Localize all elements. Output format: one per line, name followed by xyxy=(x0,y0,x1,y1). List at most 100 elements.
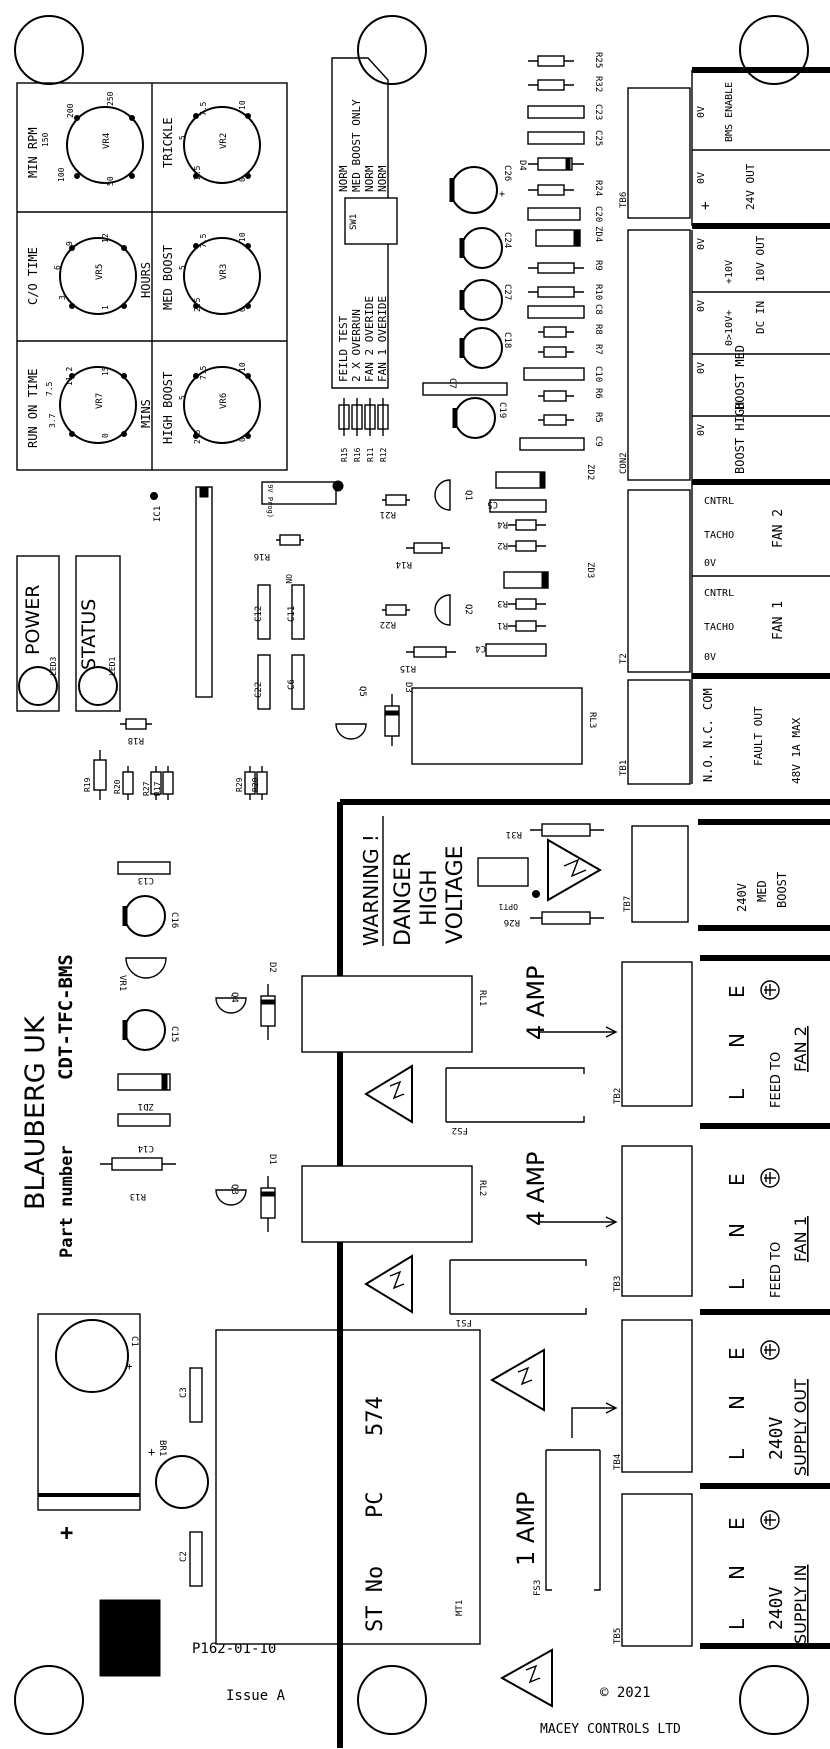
relay-rl2 xyxy=(301,1165,473,1243)
svg-text:R20: R20 xyxy=(113,779,122,794)
pot-vr3[interactable]: VR3 MED BOOST 2.5 5 7.5 10 0 xyxy=(161,232,261,315)
svg-text:TACHO: TACHO xyxy=(704,530,734,541)
svg-text:MT1: MT1 xyxy=(455,1600,465,1616)
svg-text:+: + xyxy=(499,189,505,200)
svg-text:C23: C23 xyxy=(593,104,603,120)
svg-text:R18: R18 xyxy=(128,735,144,745)
terminal-housing xyxy=(621,1145,693,1297)
svg-text:R4: R4 xyxy=(497,519,508,529)
svg-text:C14: C14 xyxy=(138,1143,154,1153)
svg-text:FAN 1: FAN 1 xyxy=(771,601,786,640)
fuse-fs1[interactable]: FS1 4 AMP xyxy=(449,1152,618,1328)
svg-text:FS2: FS2 xyxy=(452,1125,468,1135)
svg-text:5: 5 xyxy=(178,395,187,400)
pot-knob[interactable] xyxy=(59,237,137,315)
fuse-fs3[interactable]: FS3 1 AMP xyxy=(512,1402,618,1596)
hv-divider xyxy=(337,799,830,1748)
vr1-sensor xyxy=(125,957,167,979)
electrolytic-capacitor: C15 xyxy=(122,1009,179,1051)
svg-text:6: 6 xyxy=(53,265,62,270)
svg-text:+: + xyxy=(126,1360,133,1373)
transistor-q2 xyxy=(434,594,451,626)
fuse-fs2[interactable]: FS2 4 AMP xyxy=(445,966,618,1136)
diode: D2 xyxy=(260,962,277,1040)
svg-text:R25: R25 xyxy=(593,52,603,68)
pot-ref: VR4 xyxy=(102,133,112,149)
hazard-icon xyxy=(489,1348,545,1412)
pot-ref: VR5 xyxy=(95,264,105,280)
switch-on-mode: NORM xyxy=(363,165,376,192)
svg-text:100: 100 xyxy=(57,167,66,182)
pot-vr7[interactable]: VR7 RUN ON TIME MINS 3.7 7.5 11.2 15 0 xyxy=(26,366,153,448)
fuse-holder[interactable] xyxy=(445,1067,585,1123)
fuse-holder[interactable] xyxy=(449,1259,587,1315)
svg-text:R26: R26 xyxy=(504,917,520,927)
svg-text:VR1: VR1 xyxy=(117,975,127,991)
diode: D1 xyxy=(260,1154,277,1232)
transistor-q5 xyxy=(335,723,367,740)
hazard-icon xyxy=(499,1648,553,1708)
black-marker xyxy=(99,1599,161,1677)
pot-knob[interactable] xyxy=(183,237,261,315)
pot-vr4[interactable]: VR4 MIN RPM 100 150 200 250 50 xyxy=(26,91,144,186)
svg-text:FAN 2: FAN 2 xyxy=(771,509,786,548)
resistor xyxy=(162,771,174,795)
resistor: R32 xyxy=(528,76,603,92)
svg-text:50: 50 xyxy=(106,176,115,186)
dip-switch-sw1[interactable]: SW1 NORM MED BOOST ONLY NORM NORM FEILD … xyxy=(331,57,398,389)
capacitor xyxy=(489,499,547,513)
electrolytic-capacitor: C18 xyxy=(459,327,512,369)
switch-body[interactable] xyxy=(344,197,398,245)
svg-text:10: 10 xyxy=(238,232,247,242)
capacitor xyxy=(291,584,305,640)
terminal-tb6: TB6 0V BMS ENABLE 0V + 24V OUT xyxy=(619,67,830,229)
svg-text:240V: 240V xyxy=(735,883,749,912)
svg-text:R14: R14 xyxy=(396,559,412,569)
board-code: P162-01-10 xyxy=(192,1641,276,1657)
svg-text:SUPPLY IN: SUPPLY IN xyxy=(791,1565,810,1645)
fuse-holder[interactable] xyxy=(545,1449,601,1591)
pot-knob[interactable] xyxy=(59,366,137,444)
capacitor xyxy=(485,643,547,657)
svg-text:R22: R22 xyxy=(380,619,396,629)
capacitor xyxy=(189,1367,203,1423)
svg-text:5: 5 xyxy=(178,265,187,270)
electrolytic-capacitor: C26+ xyxy=(449,165,512,214)
pot-knob[interactable] xyxy=(66,106,144,184)
svg-text:240V: 240V xyxy=(766,1416,787,1460)
pot-title: C/O TIME xyxy=(26,247,40,305)
pot-knob[interactable] xyxy=(183,106,261,184)
pot-ref: VR3 xyxy=(219,264,229,280)
pot-unit: MINS xyxy=(139,399,153,428)
pot-vr5[interactable]: VR5 C/O TIME HOURS 3 6 9 12 1 xyxy=(26,233,153,315)
svg-text:R17: R17 xyxy=(153,781,162,796)
svg-text:C1: C1 xyxy=(129,1336,139,1347)
st-no: ST No xyxy=(363,1566,388,1632)
svg-text:N: N xyxy=(725,1223,749,1238)
earth-icon xyxy=(760,1168,780,1188)
svg-text:RL1: RL1 xyxy=(477,990,487,1006)
svg-text:TB1: TB1 xyxy=(619,760,629,776)
terminal-housing xyxy=(621,1319,693,1473)
svg-text:R13: R13 xyxy=(130,1191,146,1201)
pot-vr2[interactable]: VR2 TRICKLE 2.5 5 7.5 10 0 xyxy=(161,100,261,184)
electrolytic-capacitor: C16 xyxy=(122,895,179,937)
svg-text:R24: R24 xyxy=(593,180,603,196)
led xyxy=(78,666,118,706)
svg-text:R27: R27 xyxy=(142,781,151,796)
svg-text:R28: R28 xyxy=(251,777,260,792)
transistor-q4 xyxy=(215,997,247,1014)
terminal-housing xyxy=(627,87,691,219)
svg-text:TB5: TB5 xyxy=(613,1628,623,1644)
svg-text:FAN 2: FAN 2 xyxy=(791,1026,810,1072)
pot-vr6[interactable]: VR6 HIGH BOOST 2.5 5 7.5 10 0 xyxy=(161,362,261,444)
electrolytic-capacitor: C19 xyxy=(452,397,507,439)
svg-text:R16: R16 xyxy=(254,551,270,561)
svg-text:+: + xyxy=(698,202,714,210)
pot-title: RUN ON TIME xyxy=(26,369,40,448)
pot-knob[interactable] xyxy=(183,366,261,444)
switch-off-mode: FEILD TEST xyxy=(337,315,350,382)
svg-text:TB6: TB6 xyxy=(619,192,629,208)
svg-text:3: 3 xyxy=(58,295,67,300)
svg-text:ZD1: ZD1 xyxy=(138,1101,154,1111)
